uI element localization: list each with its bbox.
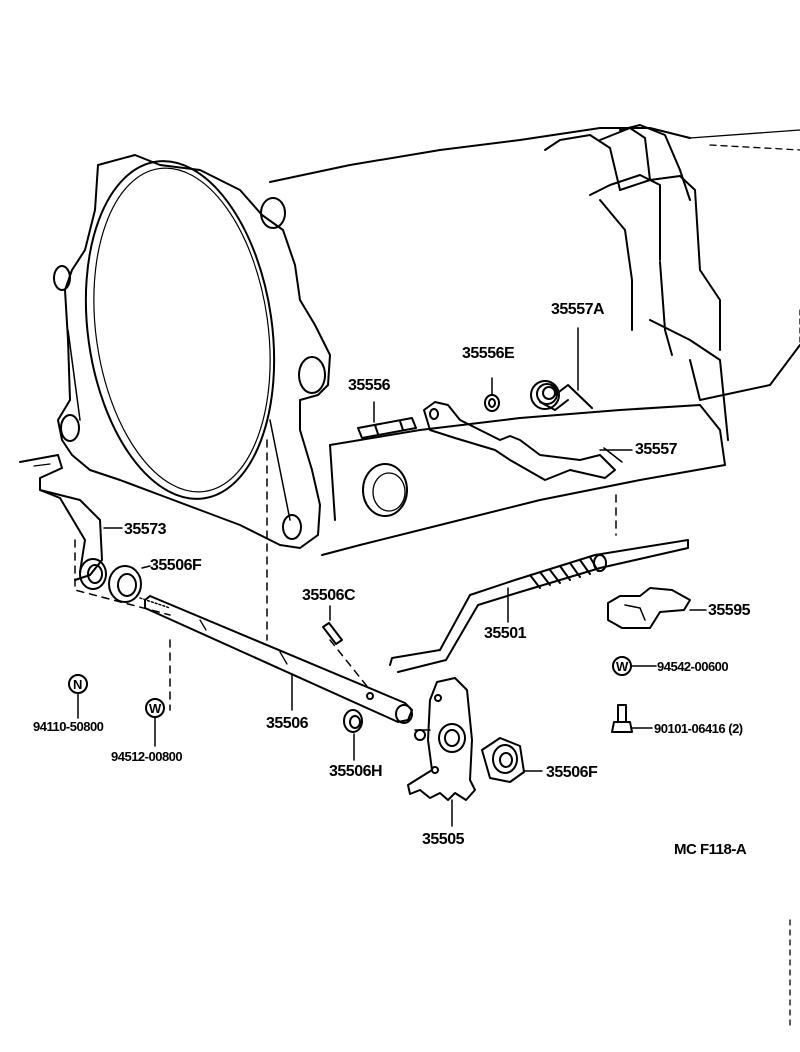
rod-35501 <box>389 539 689 673</box>
alignment-lines <box>74 439 617 711</box>
label-94110-50800: 94110-50800 <box>33 719 104 734</box>
label-35595: 35595 <box>708 602 751 619</box>
grommet-35506F-right <box>481 737 543 783</box>
label-35506C: 35506C <box>302 587 356 604</box>
clip-35595 <box>607 587 707 629</box>
label-94512-00800: 94512-00800 <box>111 749 183 764</box>
label-35506F-left: 35506F <box>150 557 202 574</box>
shaft-35506 <box>139 595 413 724</box>
label-35557: 35557 <box>635 441 678 458</box>
pin-35556 <box>357 401 417 439</box>
washer-symbol-letter: W <box>149 701 161 716</box>
label-94542-00600: 94542-00600 <box>657 659 729 674</box>
washer2-symbol-letter: W <box>616 659 628 674</box>
washer-94542 <box>612 656 657 676</box>
label-35506H: 35506H <box>329 763 383 780</box>
diagram-code: MC F118-A <box>674 841 747 858</box>
label-35505: 35505 <box>422 831 465 848</box>
bushing-35506H <box>343 709 363 761</box>
bracket-35557 <box>423 401 633 481</box>
washer-94512 <box>145 698 165 747</box>
label-35506F-right: 35506F <box>546 764 598 781</box>
clip-35556E <box>484 377 500 412</box>
nut-symbol-letter: N <box>73 677 82 692</box>
label-35557A: 35557A <box>551 301 605 318</box>
spring-35557A <box>530 327 593 411</box>
lever-35505 <box>407 677 476 827</box>
label-90101-06416: 90101-06416 (2) <box>654 721 743 736</box>
label-35573: 35573 <box>124 521 167 538</box>
bracket-35573 <box>19 454 123 590</box>
transmission-case <box>53 124 800 1031</box>
label-35501: 35501 <box>484 625 527 642</box>
label-35556: 35556 <box>348 377 391 394</box>
label-35506: 35506 <box>266 715 309 732</box>
pin-35506C <box>322 605 343 645</box>
nut-94110 <box>68 674 88 719</box>
bolt-90101 <box>611 704 653 733</box>
grommet-35506F-left <box>108 565 151 603</box>
label-35556E: 35556E <box>462 345 515 362</box>
